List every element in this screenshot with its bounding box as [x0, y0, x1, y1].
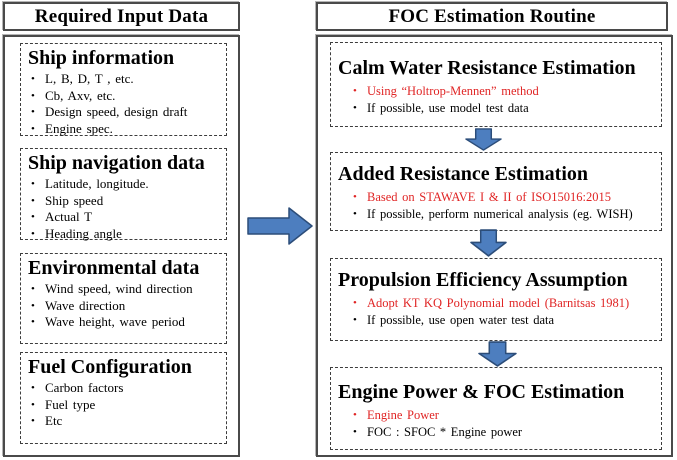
bullet-item: •L, B, D, T , etc. [31, 71, 134, 86]
bullet-item: •Adopt KT KQ Polynomial model (Barnitsas… [353, 296, 630, 310]
bullet-item: •If possible, use model test data [353, 101, 529, 115]
step-title: Calm Water Resistance Estimation [338, 57, 636, 79]
left-panel-header: Required Input Data [3, 2, 240, 31]
bullet-item: •Engine spec. [31, 120, 113, 136]
bullet-dot-icon: • [353, 409, 357, 421]
bullet-item: •Cb, Axv, etc. [31, 87, 116, 103]
section-title: Fuel Configuration [28, 356, 192, 378]
bullet-dot-icon: • [31, 283, 35, 295]
section-ship-information: Ship information •L, B, D, T , etc. •Cb,… [20, 43, 227, 136]
bullet-dot-icon: • [31, 299, 35, 312]
bullet-dot-icon: • [353, 297, 357, 309]
bullet-item: •If possible, use open water test data [353, 313, 555, 327]
bullet-dot-icon: • [31, 211, 35, 223]
bullet-item: •Design speed, design draft [31, 104, 188, 119]
bullet-dot-icon: • [353, 85, 357, 97]
bullet-dot-icon: • [31, 89, 35, 102]
bullet-dot-icon: • [31, 415, 35, 427]
right-arrow-icon [247, 206, 314, 246]
bullet-dot-icon: • [31, 106, 35, 118]
bullet-dot-icon: • [31, 122, 35, 135]
bullet-item: •Heading angle [31, 225, 122, 241]
bullet-dot-icon: • [353, 191, 357, 203]
bullet-item: •Carbon factors [31, 380, 124, 395]
bullet-item: •Wave direction [31, 297, 126, 313]
bullet-dot-icon: • [31, 316, 35, 328]
section-title: Ship navigation data [28, 152, 205, 174]
bullet-item: •Ship speed [31, 192, 104, 208]
bullet-item: •Engine Power [353, 408, 439, 422]
right-panel-header: FOC Estimation Routine [316, 2, 668, 31]
bullet-item: •Fuel type [31, 396, 96, 412]
bullet-item: •Wave height, wave period [31, 314, 185, 329]
section-environmental-data: Environmental data •Wind speed, wind dir… [20, 253, 227, 344]
bullet-dot-icon: • [31, 194, 35, 207]
bullet-item: •FOC : SFOC * Engine power [353, 425, 523, 439]
left-panel-title: Required Input Data [34, 5, 209, 27]
bullet-item: •Using “Holtrop-Mennen” method [353, 84, 539, 98]
bullet-dot-icon: • [353, 426, 357, 438]
section-ship-navigation-data: Ship navigation data •Latitude, longitud… [20, 148, 227, 241]
bullet-item: •Wind speed, wind direction [31, 281, 193, 296]
down-arrow-icon [470, 229, 507, 257]
bullet-dot-icon: • [31, 178, 35, 190]
step-added-resistance: Added Resistance Estimation •Based on ST… [330, 152, 662, 231]
step-title: Added Resistance Estimation [338, 163, 589, 185]
section-title: Ship information [28, 47, 175, 69]
bullet-item: •Actual T [31, 209, 93, 224]
bullet-dot-icon: • [31, 227, 35, 240]
bullet-dot-icon: • [31, 382, 35, 394]
section-title: Environmental data [28, 257, 200, 279]
down-arrow-icon [478, 341, 517, 367]
bullet-item: •Based on STAWAVE I & II of ISO15016:201… [353, 190, 612, 204]
bullet-dot-icon: • [353, 208, 357, 220]
step-engine-power-foc: Engine Power & FOC Estimation •Engine Po… [330, 367, 662, 450]
bullet-item: •If possible, perform numerical analysis… [353, 207, 633, 221]
bullet-dot-icon: • [31, 73, 35, 85]
down-arrow-icon [465, 128, 502, 151]
bullet-dot-icon: • [31, 398, 35, 411]
bullet-item: •Etc [31, 413, 63, 428]
bullet-dot-icon: • [353, 314, 357, 326]
bullet-dot-icon: • [353, 102, 357, 114]
right-panel-title: FOC Estimation Routine [388, 5, 596, 27]
step-calm-water-resistance: Calm Water Resistance Estimation •Using … [330, 42, 662, 127]
step-title: Engine Power & FOC Estimation [338, 381, 625, 403]
step-propulsion-efficiency: Propulsion Efficiency Assumption •Adopt … [330, 258, 662, 341]
bullet-item: •Latitude, longitude. [31, 176, 149, 191]
section-fuel-configuration: Fuel Configuration •Carbon factors •Fuel… [20, 352, 227, 444]
step-title: Propulsion Efficiency Assumption [338, 269, 628, 291]
